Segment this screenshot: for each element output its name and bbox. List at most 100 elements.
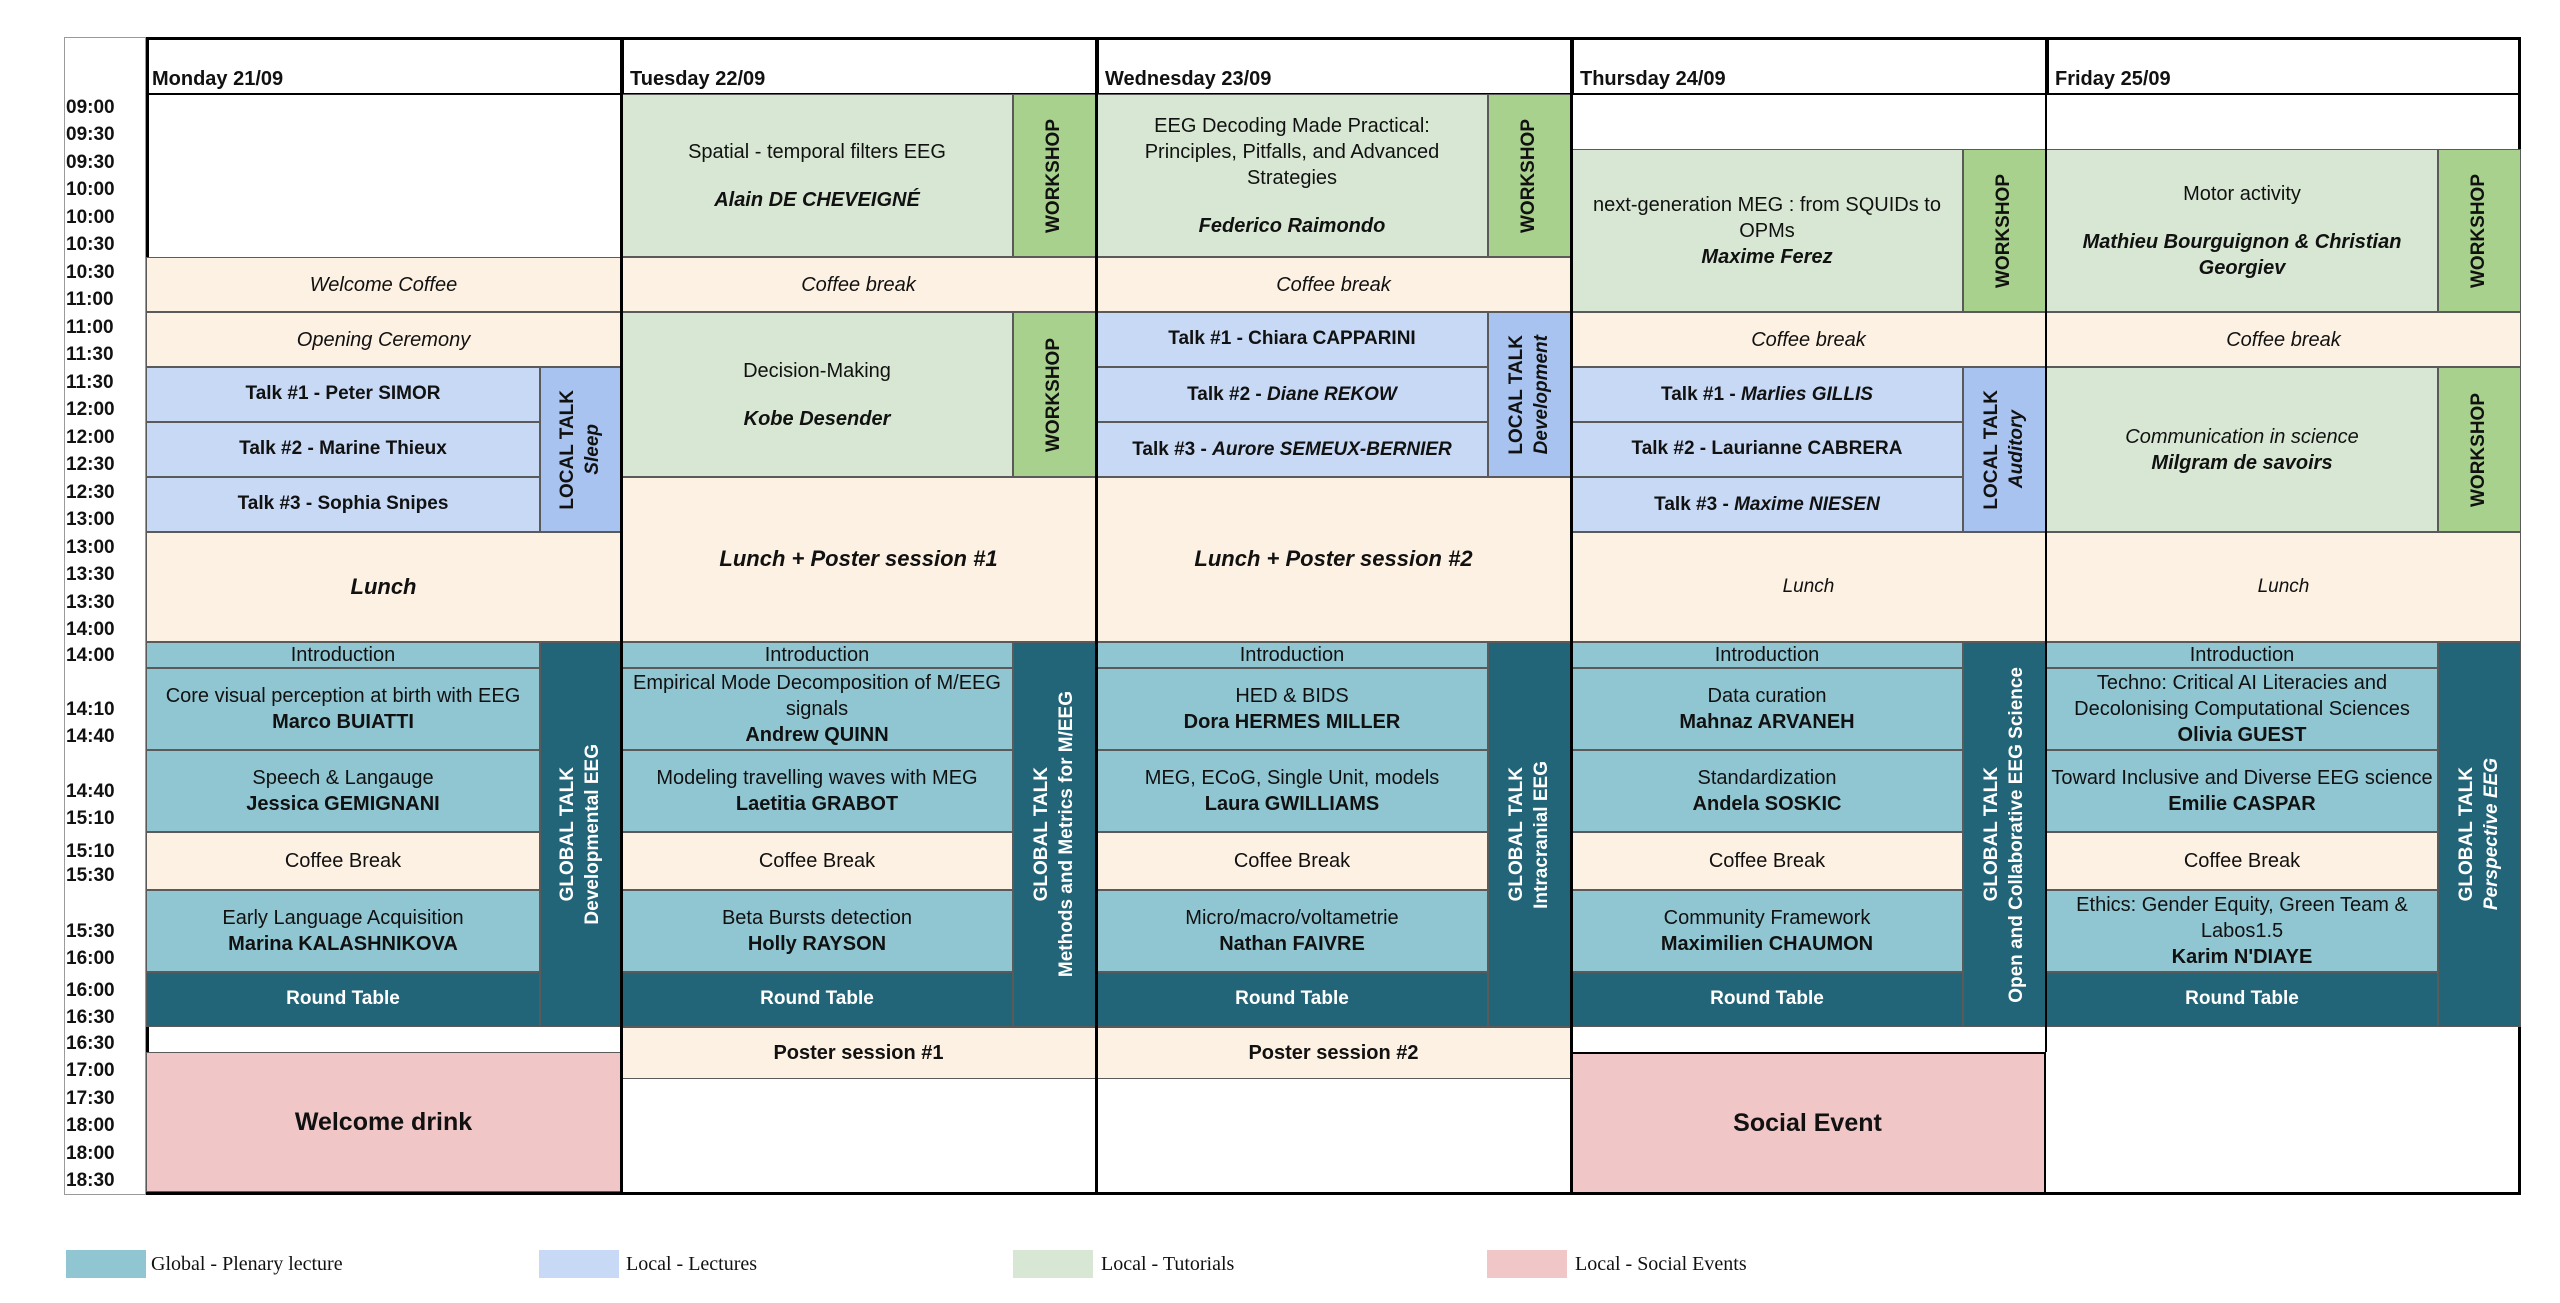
wednesday-global-talk-3: Micro/macro/voltametrie Nathan FAIVRE — [1096, 890, 1488, 972]
wednesday-local-talk-tag: LOCAL TALK Development — [1488, 312, 1571, 477]
time-label: 11:30 — [66, 344, 114, 365]
thursday-round-table: Round Table — [1571, 972, 1963, 1027]
workshop-title: Communication in science — [2125, 425, 2359, 448]
wednesday-coffee-break: Coffee Break — [1096, 832, 1488, 890]
talk-number: Talk #1 - — [1661, 384, 1741, 405]
time-label: 13:30 — [66, 592, 115, 613]
tuesday-coffee-break: Coffee Break — [621, 832, 1013, 890]
wednesday-global-talk-tag: GLOBAL TALK Intracranial EEG — [1488, 642, 1571, 1027]
talk-speaker: Dora HERMES MILLER — [1183, 711, 1401, 733]
talk-title: Beta Bursts detection — [721, 907, 913, 929]
workshop-label: WORKSHOP — [1043, 118, 1065, 233]
talk-speaker: Laura GWILLIAMS — [1204, 793, 1380, 815]
workshop-speaker: Alain DE CHEVEIGNÉ — [714, 188, 920, 211]
talk-speaker: Jessica GEMIGNANI — [246, 793, 440, 815]
time-label: 12:00 — [66, 427, 115, 448]
time-label: 16:00 — [66, 980, 115, 1001]
time-label: 11:00 — [66, 317, 114, 338]
tuesday-workshop-2: Decision-Making Kobe Desender — [621, 312, 1013, 477]
tuesday-round-table: Round Table — [621, 972, 1013, 1027]
talk-title: MEG, ECoG, Single Unit, models — [1144, 767, 1440, 789]
legend-label-lectures: Local - Lectures — [626, 1253, 758, 1275]
tuesday-workshop-1: Spatial - temporal filters EEG Alain DE … — [621, 94, 1013, 257]
tuesday-coffee-break-morning: Coffee break — [621, 257, 1096, 312]
time-label: 12:30 — [66, 454, 115, 475]
monday-talk-2: Talk #2 - Marine Thieux — [146, 422, 540, 477]
friday-coffee-break-morning: Coffee break — [2046, 312, 2521, 367]
monday-welcome-coffee: Welcome Coffee — [146, 257, 621, 312]
day-header-monday: Monday 21/09 — [152, 68, 284, 90]
thursday-global-talk-tag: GLOBAL TALK Open and Collaborative EEG S… — [1963, 642, 2046, 1027]
talk-speaker: Karim N'DIAYE — [2171, 946, 2313, 968]
friday-workshop-tag-2: WORKSHOP — [2438, 367, 2521, 532]
time-label: 17:00 — [66, 1060, 115, 1081]
talk-number: Talk #2 - — [1187, 384, 1268, 405]
talk-speaker: Andrew QUINN — [745, 724, 889, 746]
time-label: 14:00 — [66, 619, 115, 640]
wednesday-workshop-tag: WORKSHOP — [1488, 94, 1571, 257]
time-label: 12:00 — [66, 399, 115, 420]
monday-global-talk-1: Core visual perception at birth with EEG… — [146, 668, 540, 750]
talk-title: Standardization — [1697, 767, 1837, 789]
thursday-global-talk-2: Standardization Andela SOSKIC — [1571, 750, 1963, 832]
time-label: 18:30 — [66, 1170, 115, 1191]
thursday-global-talk-3: Community Framework Maximilien CHAUMON — [1571, 890, 1963, 972]
time-label: 09:30 — [66, 124, 115, 145]
global-talk-topic: Open and Collaborative EEG Science — [2005, 666, 2027, 1003]
talk-title: Empirical Mode Decomposition of M/EEG si… — [633, 672, 1001, 720]
tuesday-lunch-poster: Lunch + Poster session #1 — [621, 477, 1096, 642]
time-label: 14:40 — [66, 726, 115, 747]
time-label: 15:30 — [66, 865, 115, 886]
thursday-talk-3: Talk #3 - Maxime NIESEN — [1571, 477, 1963, 532]
wednesday-introduction: Introduction — [1096, 642, 1488, 668]
day-header-tuesday: Tuesday 22/09 — [621, 37, 1096, 93]
legend-swatch-global — [66, 1250, 146, 1278]
time-label: 10:30 — [66, 234, 115, 255]
global-talk-label: GLOBAL TALK — [2455, 767, 2477, 902]
friday-coffee-break: Coffee Break — [2046, 832, 2438, 890]
legend-label-global: Global - Plenary lecture — [151, 1253, 343, 1275]
time-label: 16:30 — [66, 1007, 115, 1028]
wednesday-talk-1: Talk #1 - Chiara CAPPARINI — [1096, 312, 1488, 367]
friday-introduction: Introduction — [2046, 642, 2438, 668]
legend-swatch-tutorials — [1013, 1250, 1093, 1278]
tuesday-global-talk-3: Beta Bursts detection Holly RAYSON — [621, 890, 1013, 972]
time-label: 18:00 — [66, 1143, 115, 1164]
thursday-coffee-break: Coffee Break — [1571, 832, 1963, 890]
workshop-speaker: Kobe Desender — [743, 407, 891, 430]
time-label: 09:30 — [66, 152, 115, 173]
talk-number: Talk #3 - — [1132, 439, 1213, 460]
workshop-label: WORKSHOP — [1043, 337, 1065, 452]
monday-coffee-break: Coffee Break — [146, 832, 540, 890]
talk-speaker: Andela SOSKIC — [1692, 793, 1842, 815]
talk-speaker: Marco BUIATTI — [272, 711, 414, 733]
tuesday-poster-session: Poster session #1 — [621, 1027, 1096, 1079]
day-separator — [1570, 37, 1573, 1195]
time-label: 15:10 — [66, 808, 115, 829]
time-label: 13:30 — [66, 564, 115, 585]
global-talk-label: GLOBAL TALK — [556, 767, 578, 902]
time-label: 15:10 — [66, 841, 115, 862]
thursday-social-event: Social Event — [1571, 1052, 2046, 1192]
tuesday-workshop-tag-2: WORKSHOP — [1013, 312, 1096, 477]
day-header-wednesday: Wednesday 23/09 — [1096, 37, 1571, 93]
workshop-label: WORKSHOP — [2468, 173, 2490, 288]
talk-title: Core visual perception at birth with EEG — [165, 685, 521, 707]
time-label: 13:00 — [66, 537, 115, 558]
time-label: 18:00 — [66, 1115, 115, 1136]
time-label: 16:30 — [66, 1033, 115, 1054]
wednesday-workshop-1: EEG Decoding Made Practical: Principles,… — [1096, 94, 1488, 257]
wednesday-round-table: Round Table — [1096, 972, 1488, 1027]
talk-speaker: Nathan FAIVRE — [1219, 933, 1365, 955]
workshop-speaker: Mathieu Bourguignon & Christian Georgiev — [2082, 230, 2402, 279]
talk-speaker: Diane REKOW — [1267, 384, 1397, 405]
thursday-coffee-break-morning: Coffee break — [1571, 312, 2046, 367]
friday-workshop-2: Communication in science Milgram de savo… — [2046, 367, 2438, 532]
local-talk-topic: Sleep — [581, 424, 603, 475]
friday-global-talk-1: Techno: Critical AI Literacies and Decol… — [2046, 668, 2438, 750]
tuesday-global-talk-1: Empirical Mode Decomposition of M/EEG si… — [621, 668, 1013, 750]
tuesday-global-talk-2: Modeling travelling waves with MEG Laeti… — [621, 750, 1013, 832]
time-column-box — [64, 37, 146, 1195]
time-label: 11:30 — [66, 372, 114, 393]
